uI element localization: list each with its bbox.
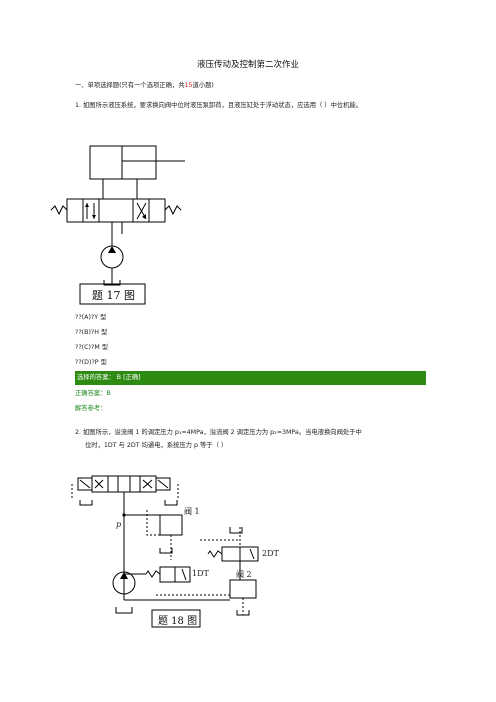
option-c: ??(C)?M 型 — [75, 344, 109, 351]
question-count: 15 — [184, 82, 193, 89]
relief-valve-2 — [229, 579, 257, 599]
question-2-line1: 2. 如图所示，溢流阀 1 的调定压力 p₁=4MPa，溢流阀 2 调定压力为 … — [75, 429, 362, 436]
option-b: ??(B)?H 型 — [75, 329, 108, 336]
option-a: ??(A)?Y 型 — [75, 314, 107, 321]
valve-2-label: 阀 2 — [236, 570, 252, 579]
relief-valve-1 — [159, 514, 183, 536]
section-suffix: 道小题) — [192, 82, 214, 89]
option-d: ??(D)?P 型 — [75, 359, 107, 366]
section-prefix: 一、单项选择题(只有一个选项正确，共 — [75, 82, 185, 89]
directional-valve — [66, 198, 166, 223]
section-heading: 一、单项选择题(只有一个选项正确，共15道小题) — [75, 81, 214, 90]
electro-hydraulic-valve — [91, 475, 157, 493]
pressure-label: p — [116, 520, 122, 529]
page-title: 液压传动及控制第二次作业 — [196, 60, 299, 70]
question-1-text: 1. 如图所示液压系统，要求换向阀中位时液压泵卸荷，且液压缸处于浮动状态，应选用… — [75, 102, 363, 109]
figure-17-label: 题 17 图 — [92, 289, 135, 302]
cylinder-body — [89, 145, 157, 180]
correct-answer: 正确答案：B — [75, 390, 111, 397]
answer-reference: 解答参考： — [75, 405, 107, 412]
selected-answer-bar: 选择的答案： B [正确] — [75, 371, 426, 385]
figure-18-label: 题 18 图 — [158, 616, 198, 627]
solenoid-2dt-label: 2DT — [262, 549, 279, 558]
valve-1-label: 阀 1 — [184, 507, 200, 516]
question-2-line2: 位时，1DT 与 2DT 均通电，系统压力 p 等于（ ） — [85, 442, 228, 449]
solenoid-1dt-label: 1DT — [192, 569, 209, 578]
